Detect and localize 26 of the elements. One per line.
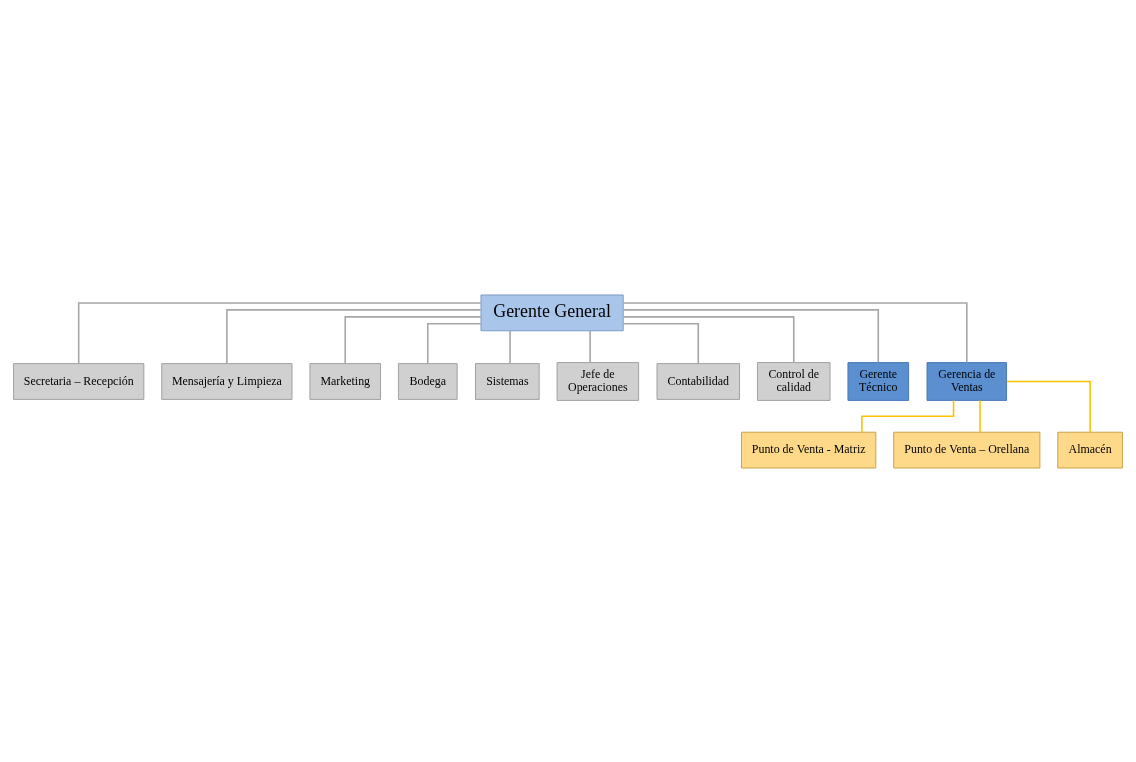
connector xyxy=(622,301,968,363)
connector xyxy=(77,301,482,364)
connector xyxy=(622,315,795,363)
node-box: Punto de Venta - Matriz xyxy=(741,431,877,468)
node-box: Gerente General xyxy=(480,294,624,331)
node-box: Marketing xyxy=(309,362,382,400)
node-box: Almacén xyxy=(1057,431,1123,468)
node-box: Mensajería y Limpieza xyxy=(161,362,293,400)
node-box: Bodega xyxy=(397,362,458,400)
node-box: Contabilidad xyxy=(656,362,741,400)
connector xyxy=(622,308,880,363)
connector xyxy=(622,322,700,364)
connector xyxy=(589,329,591,363)
node-box: Gerencia de Ventas xyxy=(926,361,1008,401)
node-box: Punto de Venta – Orellana xyxy=(893,431,1041,468)
node-box: Gerente Técnico xyxy=(847,361,910,401)
connector xyxy=(344,315,482,364)
connector xyxy=(426,322,482,364)
connector xyxy=(979,399,981,433)
connector xyxy=(509,329,511,364)
connector xyxy=(226,308,482,364)
node-box: Secretaria – Recepción xyxy=(13,362,145,400)
node-box: Control de calidad xyxy=(756,361,831,401)
node-box: Jefe de Operaciones xyxy=(556,361,640,401)
connector xyxy=(1006,380,1091,433)
node-box: Sistemas xyxy=(475,362,540,400)
